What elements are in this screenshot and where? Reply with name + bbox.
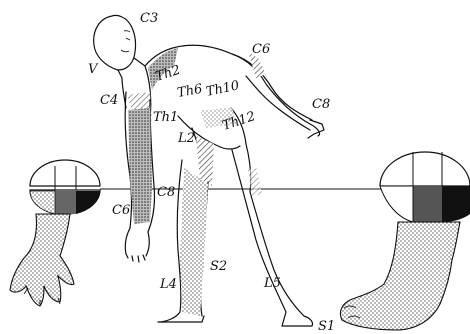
label-s2: S2 — [210, 259, 227, 274]
left-inset-forearm — [10, 214, 74, 306]
right-hand-outline — [308, 120, 324, 138]
label-v: V — [88, 62, 99, 77]
left-inset-top-disc — [30, 160, 100, 186]
label-th10: Th10 — [205, 78, 241, 100]
right-inset-foot — [340, 152, 470, 330]
left-leg-shade — [180, 168, 208, 316]
label-l5: L5 — [263, 276, 281, 291]
label-s1: S1 — [318, 319, 335, 334]
label-c3: C3 — [140, 11, 158, 26]
face-details — [121, 31, 130, 52]
head-outline — [94, 15, 136, 70]
label-c6-shoulder: C6 — [252, 42, 270, 57]
right-leg-outline — [232, 150, 313, 326]
neck-outline — [118, 58, 145, 78]
label-c8-midline: C8 — [157, 185, 175, 200]
left-inset-cell-black — [76, 191, 100, 214]
body-figure — [94, 15, 324, 326]
label-l4: L4 — [159, 277, 177, 292]
left-hand-outline — [125, 228, 149, 262]
left-inset-hand — [10, 160, 100, 306]
right-inset-top-disc — [380, 152, 470, 186]
right-inset-foot-shape — [340, 222, 460, 330]
label-c4: C4 — [100, 93, 118, 108]
right-inset-cell-black — [442, 186, 470, 222]
right-inset-cell-dark — [413, 186, 442, 222]
label-th6: Th6 — [176, 82, 204, 101]
label-l2: L2 — [177, 131, 195, 146]
label-c8-hand: C8 — [312, 97, 330, 112]
label-th1: Th1 — [153, 110, 178, 125]
label-c6-forearm: C6 — [112, 203, 130, 218]
left-inset-cell-dark — [55, 191, 76, 214]
